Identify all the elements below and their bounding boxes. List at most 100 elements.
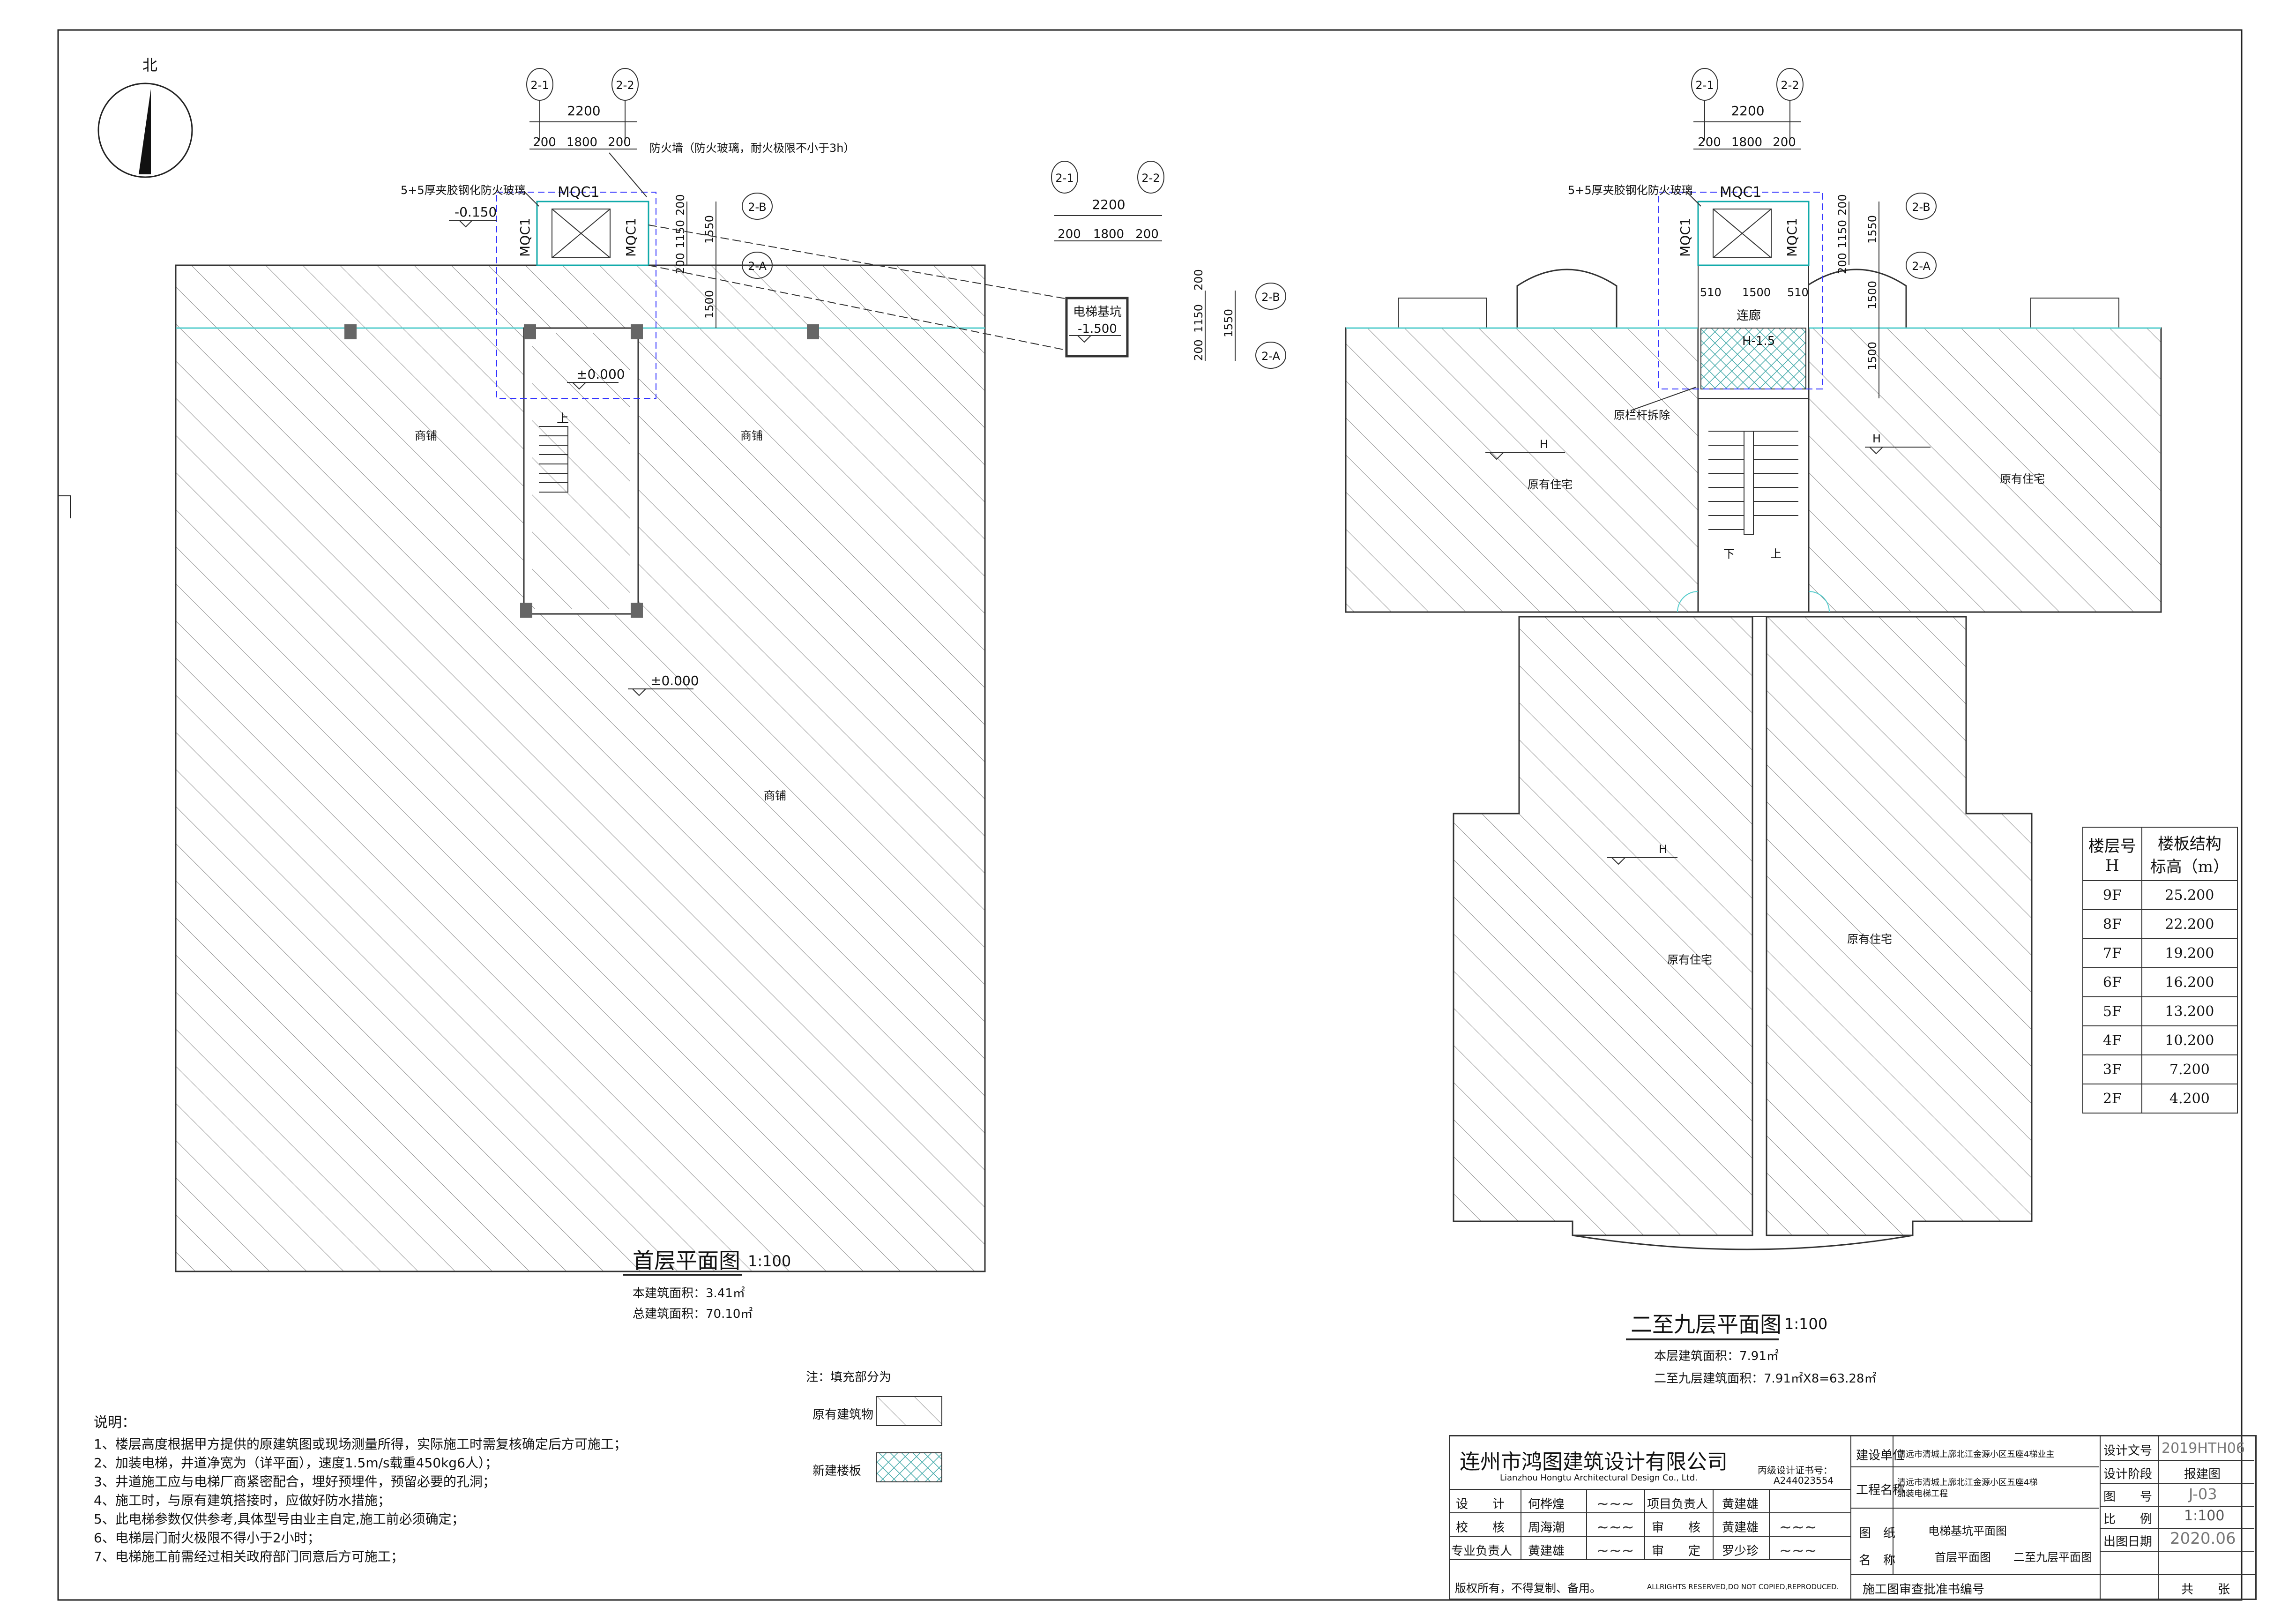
svg-text:510: 510: [1787, 286, 1809, 299]
svg-text:200: 200: [1773, 135, 1796, 149]
legend-swatch-existing: [876, 1396, 942, 1426]
plan-scale: 1:100: [748, 1252, 791, 1270]
svg-text:1550: 1550: [703, 215, 716, 244]
company-name-en: Lianzhou Hongtu Architectural Design Co.…: [1500, 1473, 1698, 1483]
stair-up-label: 上: [1770, 547, 1782, 561]
pm-name: 黄建雄: [1722, 1497, 1759, 1511]
note-item: 2、加装电梯，井道净宽为（详平面），速度1.5m/s载重450kg6人）；: [94, 1455, 498, 1471]
note-item: 5、此电梯参数仅供参考,具体型号由业主自定,施工前必须确定；: [94, 1511, 465, 1527]
north-arrow-icon: 北: [97, 56, 193, 178]
approval-label: 施工图审查批准书编号: [1863, 1583, 1985, 1597]
svg-text:200: 200: [533, 135, 556, 149]
legend-note: 注：填充部分为: [806, 1370, 892, 1384]
level-pit: -0.150: [455, 204, 497, 220]
svg-text:200: 200: [1836, 194, 1849, 216]
project-line-1: 清远市清城上廓北江金源小区五座4梯: [1897, 1478, 2038, 1487]
svg-text:2-A: 2-A: [1261, 350, 1280, 363]
general-notes: 说明： 1、楼层高度根据甲方提供的原建筑图或现场测量所得，实际施工时需复核确定后…: [94, 1413, 750, 1566]
svg-text:2-A: 2-A: [1912, 260, 1931, 273]
upper-left-block: [1345, 327, 1699, 613]
room-label: 原有住宅: [1847, 933, 1892, 946]
fire-wall-note: 防火墙（防火玻璃，耐火极限不小于3h）: [649, 142, 855, 155]
svg-text:2-1: 2-1: [1695, 79, 1714, 92]
svg-text:1800: 1800: [567, 135, 597, 149]
pit-label: 电梯基坑: [1073, 305, 1122, 319]
signature: ~~~: [1779, 1541, 1817, 1559]
svg-text:MQC1: MQC1: [517, 217, 533, 257]
signature: ~~~: [1596, 1518, 1634, 1536]
axis-tags-right: 2-1 2-2 2-B 2-A: [1691, 68, 1937, 279]
svg-text:2-1: 2-1: [1055, 172, 1073, 185]
legend-new: 新建楼板: [813, 1464, 862, 1478]
binding-mark: [58, 495, 71, 518]
svg-text:200: 200: [1192, 269, 1205, 291]
upper-floor-plan: 下 上 原有住宅 原有住宅 原有住宅 原有住宅 H H H 连廊 H-1.5 原…: [1345, 68, 2162, 1386]
svg-text:200: 200: [1698, 135, 1721, 149]
note-item: 4、施工时，与原有建筑搭接时，应做好防水措施；: [94, 1493, 391, 1508]
dimensions-right: 2200 200 1800 200 200 1150 200 1550 1500…: [1693, 103, 1879, 398]
svg-text:H: H: [1540, 438, 1548, 451]
door-tag: MQC1: [1720, 184, 1762, 201]
drawing-name-label: 名 称: [1859, 1554, 1896, 1568]
docno-label: 设计文号: [2103, 1444, 2153, 1458]
signature: ~~~: [1779, 1518, 1817, 1536]
copyright-en: ALLRIGHTS RESERVED,DO NOT COPIED,REPRODU…: [1647, 1583, 1839, 1591]
pm-label: 项目负责人: [1647, 1497, 1708, 1511]
north-label: 北: [142, 56, 157, 74]
svg-text:1800: 1800: [1731, 135, 1762, 149]
svg-text:2-A: 2-A: [748, 260, 767, 273]
glass-note: 5+5厚夹胶钢化防火玻璃: [1568, 184, 1693, 197]
scale-value: 1:100: [2184, 1508, 2225, 1524]
project-line-2: 加装电梯工程: [1897, 1489, 1948, 1499]
signature: ~~~: [1596, 1541, 1634, 1559]
svg-text:1500: 1500: [1866, 281, 1879, 309]
legend-swatch-new: [876, 1452, 942, 1482]
svg-text:200: 200: [1192, 339, 1205, 361]
svg-text:2-B: 2-B: [1912, 201, 1931, 214]
svg-text:510: 510: [1700, 286, 1722, 299]
sheet-number: J-03: [2189, 1485, 2217, 1503]
check-name: 周海潮: [1528, 1521, 1565, 1535]
docno-value: 2019HTH06: [2162, 1440, 2245, 1457]
dimensions-left: 2200 200 1800 200 200 1150 200 1550 1500: [529, 103, 716, 328]
svg-text:200: 200: [1058, 227, 1081, 241]
ground-floor-plan: 上 2-1 2-2 2-B 2-A 2200: [175, 68, 1073, 1321]
note-item: 7、电梯施工前需经过相关政府部门同意后方可施工；: [94, 1549, 404, 1564]
svg-text:MQC1: MQC1: [1677, 217, 1693, 257]
room-label: 商铺: [415, 429, 437, 442]
drawing-name-2: 首层平面图 二至九层平面图: [1935, 1551, 2092, 1564]
level-stair: ±0.000: [576, 366, 625, 382]
drawing-name-1: 电梯基坑平面图: [1928, 1525, 2007, 1538]
svg-text:MQC1: MQC1: [1784, 217, 1800, 257]
upper-right-block: [1808, 327, 2162, 613]
columns: [344, 324, 819, 618]
corridor-slab: [1700, 328, 1806, 389]
lead-name: 黄建雄: [1528, 1544, 1565, 1558]
legend-existing: 原有建筑物: [813, 1408, 874, 1422]
cert-label: 丙级设计证书号：: [1758, 1465, 1833, 1476]
sheet-border: [57, 29, 2243, 1601]
railing-note: 原栏杆拆除: [1614, 409, 1670, 422]
svg-text:200: 200: [1836, 253, 1849, 274]
svg-text:H: H: [1659, 843, 1667, 856]
scale-label: 比 例: [2103, 1512, 2153, 1526]
svg-text:2-B: 2-B: [1261, 291, 1280, 304]
review-name: 黄建雄: [1722, 1521, 1759, 1535]
area-total: 二至九层建筑面积：7.91㎡X8=63.28㎡: [1654, 1372, 1876, 1386]
svg-text:1150: 1150: [674, 220, 687, 248]
note-item: 1、楼层高度根据甲方提供的原建筑图或现场测量所得，实际施工时需复核确定后方可施工…: [94, 1436, 627, 1452]
title-block: 连州市鸿图建筑设计有限公司 Lianzhou Hongtu Architectu…: [1449, 1435, 2257, 1600]
date-label: 出图日期: [2103, 1535, 2153, 1549]
glass-note: 5+5厚夹胶钢化防火玻璃: [401, 184, 526, 197]
check-label: 校 核: [1456, 1521, 1505, 1535]
svg-text:2-2: 2-2: [616, 79, 634, 92]
sheet-label: 图 号: [2103, 1490, 2153, 1504]
design-label: 设 计: [1456, 1497, 1505, 1511]
